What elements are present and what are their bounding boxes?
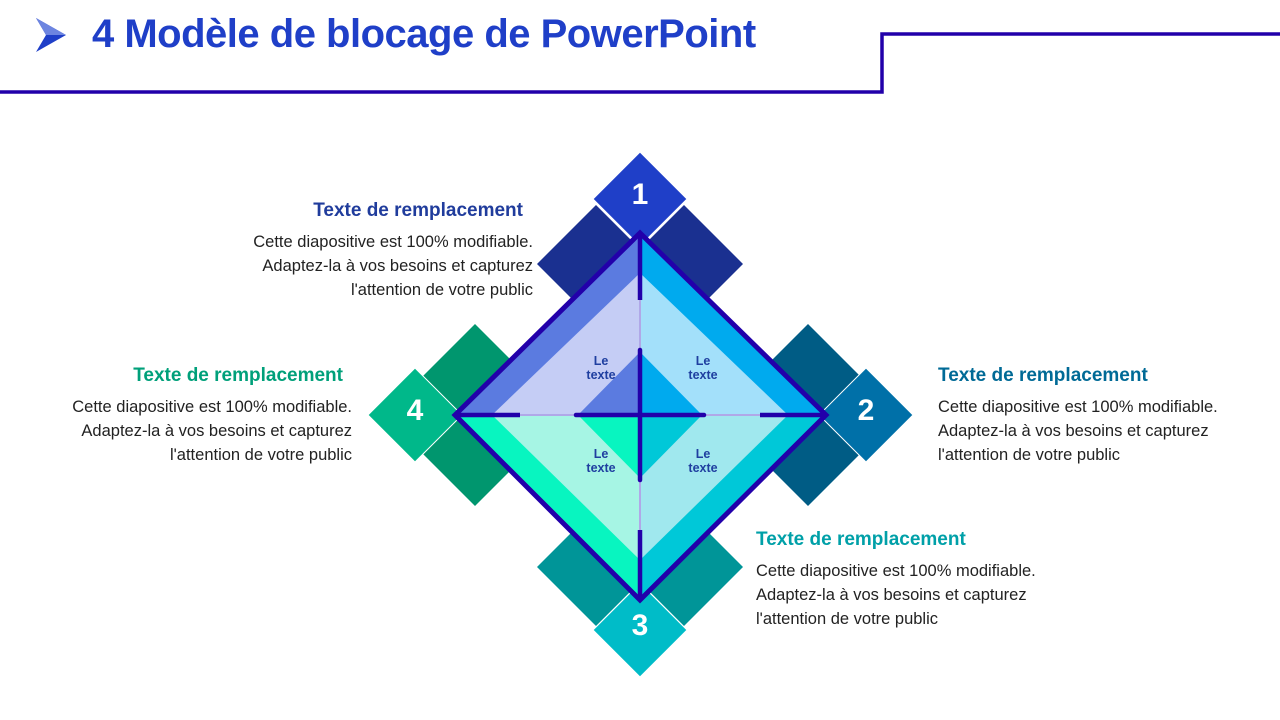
outer-diamond-border — [451, 229, 830, 604]
block-heading: Texte de remplacement — [938, 365, 1148, 386]
inner-light-top-left — [492, 273, 640, 415]
block-line: Cette diapositive est 100% modifiable. — [938, 398, 1218, 416]
label-line: texte — [688, 368, 718, 382]
text-block-1: Texte de remplacement Cette diapositive … — [193, 200, 533, 302]
block-heading: Texte de remplacement — [756, 529, 966, 550]
header-frame-line — [0, 32, 1280, 94]
block-line: Cette diapositive est 100% modifiable. — [72, 398, 352, 416]
arrow-highlight — [36, 18, 66, 35]
block-line: Adaptez-la à vos besoins et capturez — [81, 422, 352, 440]
center-top-right — [640, 352, 702, 415]
block-line: Adaptez-la à vos besoins et capturez — [756, 586, 1027, 604]
inner-light-bottom-left — [492, 415, 640, 560]
text-block-2: Texte de remplacement Cette diapositive … — [938, 365, 1278, 467]
number-4: 4 — [406, 394, 424, 427]
number-diamond-4 — [367, 367, 463, 463]
number-1: 1 — [631, 178, 649, 211]
center-bottom-left — [578, 415, 640, 478]
block-line: l'attention de votre public — [169, 446, 352, 464]
block-line: Cette diapositive est 100% modifiable. — [253, 233, 533, 251]
label-line: texte — [688, 461, 718, 475]
center-bottom-right — [640, 415, 702, 478]
inner-light-top-right — [640, 273, 788, 415]
label-line: Le — [695, 447, 711, 461]
number-2: 2 — [857, 394, 875, 427]
text-block-4: Texte de remplacement Cette diapositive … — [12, 365, 352, 467]
number-3: 3 — [631, 609, 649, 642]
label-line: Le — [695, 354, 711, 368]
label-line: texte — [586, 368, 616, 382]
text-block-3: Texte de remplacement Cette diapositive … — [756, 529, 1096, 631]
block-line: l'attention de votre public — [938, 446, 1121, 464]
block-line: Adaptez-la à vos besoins et capturez — [262, 257, 533, 275]
label-line: Le — [593, 447, 609, 461]
inner-light-bottom-right — [640, 415, 788, 560]
label-line: texte — [586, 461, 616, 475]
block-line: l'attention de votre public — [756, 610, 939, 628]
block-line: l'attention de votre public — [350, 281, 533, 299]
label-line: Le — [593, 354, 609, 368]
number-diamond-2 — [818, 367, 914, 463]
center-top-left — [578, 352, 640, 415]
block-line: Adaptez-la à vos besoins et capturez — [938, 422, 1209, 440]
back-squares — [416, 205, 867, 626]
block-line: Cette diapositive est 100% modifiable. — [756, 562, 1036, 580]
block-heading: Texte de remplacement — [313, 200, 523, 221]
number-diamond-3 — [592, 582, 688, 678]
page-title: 4 Modèle de blocage de PowerPoint — [92, 12, 756, 56]
block-heading: Texte de remplacement — [133, 365, 343, 386]
